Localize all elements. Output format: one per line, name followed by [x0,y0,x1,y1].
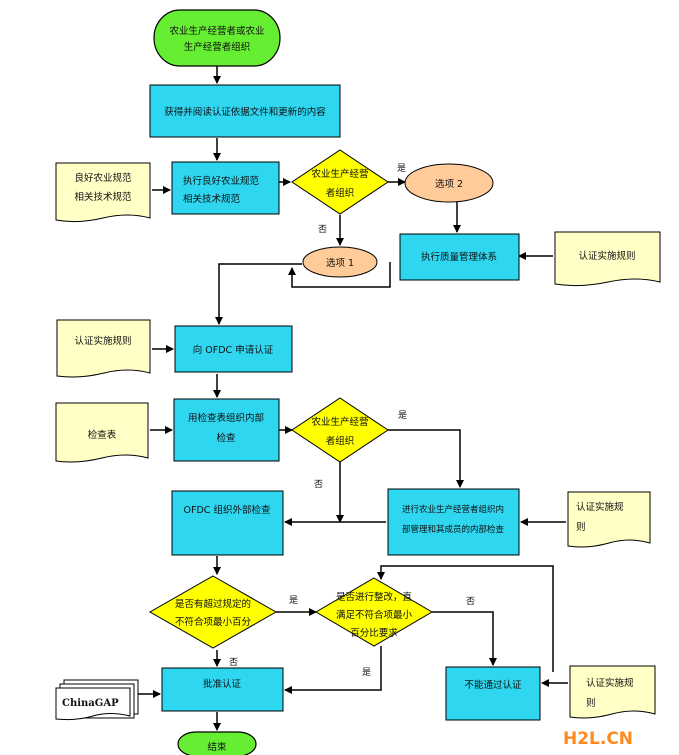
chinagap-label: ChinaGAP [62,698,119,709]
watermark-logo: H2L.CN [563,729,633,749]
apply-label: 向 OFDC 申请认证 [193,344,274,356]
branch-labels: 是 否 是 否 是 否 否 是 [229,163,475,678]
internal-check-label-1: 用检查表组织内部 [188,412,264,424]
decision-noncompliance: 是否有超过规定的 不符合项最小百分 [148,575,278,649]
connectors [138,66,568,731]
process-qms: 执行质量管理体系 [399,233,520,281]
process-internal-check: 用检查表组织内部 检查 [173,398,280,462]
doc-checklist-label: 检查表 [88,429,117,441]
no-label-noncompliance: 否 [229,657,238,668]
doc-rules-3-label-1: 认证实施规 [576,501,624,513]
yes-label-noncompliance: 是 [289,595,298,606]
exec-gap-label-2: 相关技术规范 [183,193,241,205]
member-check-label-2: 部管理和其成员的内部检查 [402,524,505,535]
rectify-label-2: 满足不符合项最小 [336,609,413,621]
doc-rules-3-label-2: 则 [576,521,586,533]
rectify-label-1: 是否进行整改，直 [336,591,413,603]
process-approve: 批准认证 [161,667,284,712]
doc-rules-1-label: 认证实施规则 [578,250,635,262]
doc-rules-4-label-1: 认证实施规 [586,677,634,689]
rectify-label-3: 百分比要求 [350,627,398,639]
process-read-docs: 获得并阅读认证依据文件和更新的内容 [149,84,341,138]
doc-rules-1: 认证实施规则 [554,231,661,287]
doc-checklist: 检查表 [55,402,149,463]
option-1-label: 选项 1 [326,257,354,269]
yes-label-org-2: 是 [398,410,407,421]
external-check-label: OFDC 组织外部检查 [184,504,271,516]
noncompliance-label-1: 是否有超过规定的 [175,598,251,610]
option-2-ellipse: 选项 2 [404,163,494,203]
read-docs-label: 获得并阅读认证依据文件和更新的内容 [164,106,326,118]
no-label-org-2: 否 [314,479,323,490]
decision-org-1-label-2: 者组织 [326,187,355,199]
qms-label: 执行质量管理体系 [421,251,497,263]
decision-org-2-label-2: 者组织 [326,435,355,447]
no-label-org-1: 否 [318,224,327,235]
process-member-check: 进行农业生产经营者组织内 部管理和其成员的内部检查 [387,488,520,556]
exec-gap-label-1: 执行良好农业规范 [183,175,260,187]
decision-org-1-label-1: 农业生产经营 [311,168,368,180]
start-label-2: 生产经营者组织 [184,41,251,53]
process-exec-gap: 执行良好农业规范 相关技术规范 [171,161,280,215]
yes-label-org-1: 是 [397,163,406,174]
doc-rules-4: 认证实施规 则 [569,665,656,719]
yes-label-rectify: 是 [362,667,371,678]
doc-rules-3: 认证实施规 则 [567,491,651,548]
process-fail: 不能通过认证 [445,666,541,721]
doc-rules-2-label: 认证实施规则 [74,335,131,347]
doc-gap-spec-label-1: 良好农业规范 [74,172,132,184]
doc-gap-spec-label-2: 相关技术规范 [74,191,132,203]
internal-check-label-2: 检查 [216,432,236,444]
decision-org-2: 农业生产经营 者组织 [291,397,389,463]
doc-rules-2: 认证实施规则 [56,319,151,378]
doc-rules-4-label-2: 则 [586,697,596,709]
process-apply: 向 OFDC 申请认证 [174,325,293,373]
start-terminal: 农业生产经营者或农业 生产经营者组织 [153,9,281,67]
start-label-1: 农业生产经营者或农业 [169,25,264,37]
member-check-label-1: 进行农业生产经营者组织内 [402,504,504,515]
noncompliance-label-2: 不符合项最小百分 [175,616,252,628]
end-label: 结束 [207,741,227,753]
option-1-ellipse: 选项 1 [302,246,378,278]
process-external-check: OFDC 组织外部检查 [171,490,284,556]
doc-chinagap: ChinaGAP [55,679,139,721]
decision-org-2-label-1: 农业生产经营 [311,416,368,428]
approve-label: 批准认证 [203,678,242,690]
end-terminal: 结束 [177,731,257,755]
decision-rectify: 是否进行整改，直 满足不符合项最小 百分比要求 [315,577,433,647]
watermark-text: H2L.CN [563,729,633,749]
doc-gap-spec: 良好农业规范 相关技术规范 [55,162,151,223]
no-label-rectify: 否 [466,596,475,607]
decision-org-1: 农业生产经营 者组织 [291,149,389,215]
fail-label: 不能通过认证 [464,679,522,691]
option-2-label: 选项 2 [435,178,463,190]
